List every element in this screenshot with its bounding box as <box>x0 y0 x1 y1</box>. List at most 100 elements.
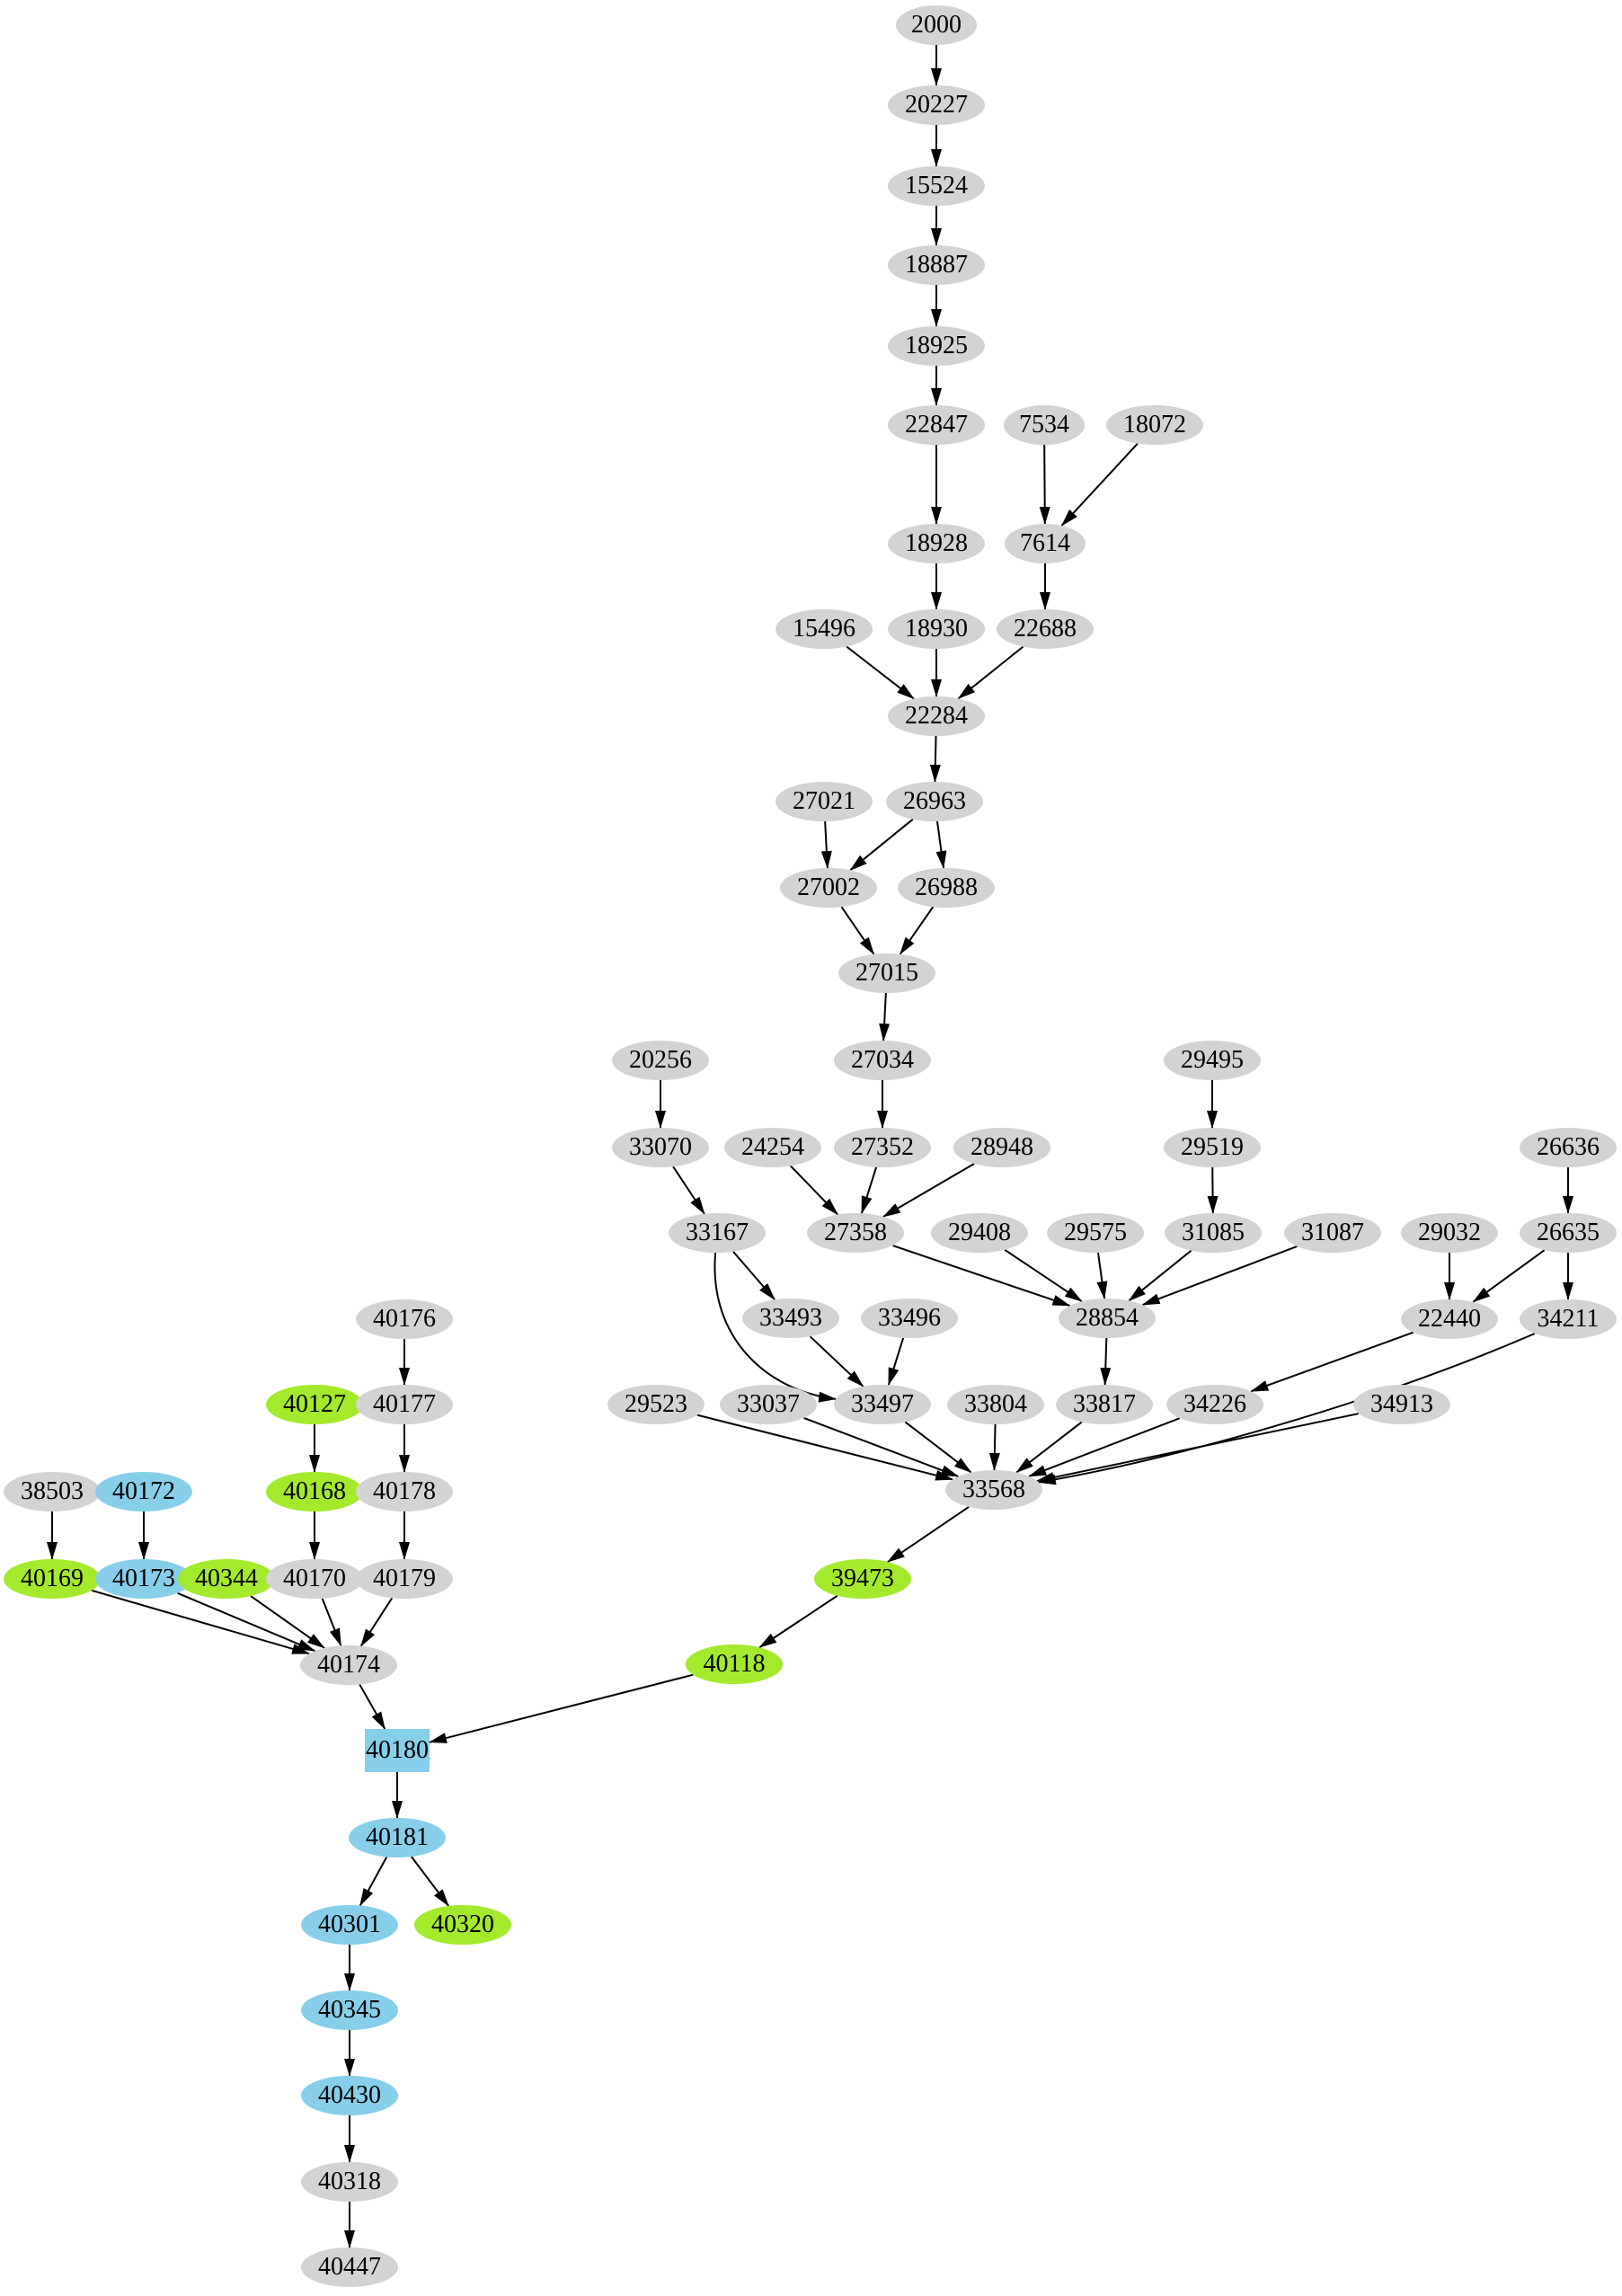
edge-33070-33167 <box>672 1166 705 1215</box>
node-label: 2000 <box>911 11 962 39</box>
node-label: 20227 <box>905 91 968 119</box>
node-label: 40174 <box>317 1651 380 1679</box>
edge-27021-27002 <box>820 820 832 870</box>
node-label: 33070 <box>629 1133 692 1161</box>
node-label: 26636 <box>1537 1133 1600 1161</box>
node-label: 18930 <box>905 615 968 643</box>
node-label: 26963 <box>903 787 966 815</box>
node-label: 40118 <box>703 1650 766 1678</box>
edge-7534-7614 <box>1039 444 1050 525</box>
node-label: 27021 <box>793 787 855 815</box>
node-label: 31087 <box>1301 1219 1364 1246</box>
node-22440: 22440 <box>1401 1299 1498 1339</box>
node-label: 31085 <box>1182 1219 1245 1246</box>
node-40180: 40180 <box>365 1729 430 1772</box>
node-label: 7614 <box>1020 529 1070 557</box>
node-28948: 28948 <box>953 1128 1050 1167</box>
node-label: 40169 <box>21 1565 84 1592</box>
edge-24254-27358 <box>790 1165 838 1216</box>
node-label: 33817 <box>1073 1390 1136 1418</box>
node-27002: 27002 <box>780 868 877 908</box>
node-label: 40344 <box>195 1565 258 1592</box>
node-31085: 31085 <box>1165 1213 1262 1253</box>
edge-40170-40174 <box>321 1598 342 1647</box>
node-label: 28854 <box>1076 1304 1139 1332</box>
edge-27358-28854 <box>892 1245 1071 1307</box>
edge-27002-27015 <box>840 906 875 955</box>
node-label: 22284 <box>905 702 968 730</box>
node-label: 18928 <box>905 529 968 557</box>
node-29519: 29519 <box>1164 1128 1261 1167</box>
node-40176: 40176 <box>356 1299 453 1339</box>
edge-31087-28854 <box>1141 1246 1298 1306</box>
node-label: 40320 <box>431 1910 494 1938</box>
node-label: 34226 <box>1183 1390 1246 1418</box>
node-26963: 26963 <box>886 782 983 821</box>
node-33817: 33817 <box>1056 1385 1153 1424</box>
node-29523: 29523 <box>607 1385 705 1424</box>
node-label: 22847 <box>905 411 968 439</box>
node-label: 40181 <box>366 1823 429 1851</box>
node-40127: 40127 <box>266 1385 363 1424</box>
edge-29519-31085 <box>1207 1166 1219 1214</box>
node-40430: 40430 <box>301 2076 398 2115</box>
node-label: 28948 <box>971 1133 1033 1161</box>
node-label: 40180 <box>366 1736 429 1764</box>
node-33070: 33070 <box>612 1128 709 1167</box>
node-label: 34211 <box>1537 1305 1600 1333</box>
node-label: 15524 <box>905 172 968 199</box>
node-34211: 34211 <box>1520 1299 1617 1339</box>
edge-33037-33568 <box>803 1417 960 1477</box>
node-40320: 40320 <box>414 1905 511 1945</box>
node-label: 40173 <box>112 1565 175 1592</box>
edge-40174-40180 <box>359 1683 386 1730</box>
node-label: 33496 <box>878 1304 941 1332</box>
node-33493: 33493 <box>742 1299 839 1338</box>
node-18887: 18887 <box>888 245 985 285</box>
edge-33804-33568 <box>988 1423 1000 1471</box>
node-label: 40127 <box>283 1390 346 1418</box>
node-label: 18072 <box>1123 411 1186 439</box>
node-label: 18887 <box>905 251 968 279</box>
node-26635: 26635 <box>1520 1213 1617 1253</box>
node-33037: 33037 <box>720 1385 817 1424</box>
edge-40169-40174 <box>91 1589 311 1655</box>
edge-40179-40174 <box>359 1597 394 1647</box>
node-29495: 29495 <box>1164 1041 1261 1080</box>
node-label: 40177 <box>373 1390 436 1418</box>
node-27352: 27352 <box>834 1128 931 1167</box>
node-40168: 40168 <box>266 1472 363 1511</box>
node-label: 33167 <box>686 1219 749 1246</box>
node-7534: 7534 <box>1004 405 1085 445</box>
node-label: 24254 <box>741 1133 804 1161</box>
node-34226: 34226 <box>1166 1385 1263 1424</box>
edge-26988-27015 <box>899 906 935 955</box>
node-label: 34913 <box>1370 1390 1433 1418</box>
node-2000: 2000 <box>896 5 977 45</box>
node-40173: 40173 <box>95 1559 192 1599</box>
edge-22440-34226 <box>1250 1331 1414 1393</box>
node-label: 33493 <box>759 1304 822 1332</box>
node-27021: 27021 <box>776 782 873 821</box>
node-40169: 40169 <box>4 1559 101 1599</box>
node-label: 18925 <box>905 332 968 359</box>
node-label: 40430 <box>318 2081 381 2109</box>
edge-15496-22284 <box>846 645 915 700</box>
node-label: 26635 <box>1537 1219 1600 1246</box>
node-31087: 31087 <box>1284 1213 1381 1253</box>
node-26988: 26988 <box>898 868 995 908</box>
node-18928: 18928 <box>888 524 985 563</box>
node-label: 29519 <box>1181 1133 1244 1161</box>
node-22688: 22688 <box>997 609 1094 649</box>
edge-31085-28854 <box>1128 1249 1192 1302</box>
edge-26963-27002 <box>849 818 914 872</box>
node-40178: 40178 <box>356 1472 453 1511</box>
edge-33167-33497 <box>714 1252 838 1403</box>
node-40177: 40177 <box>356 1385 453 1424</box>
edge-29408-28854 <box>1004 1248 1083 1303</box>
edge-34211-33568 <box>1037 1333 1536 1485</box>
node-40179: 40179 <box>356 1559 453 1599</box>
node-40301: 40301 <box>301 1905 398 1945</box>
